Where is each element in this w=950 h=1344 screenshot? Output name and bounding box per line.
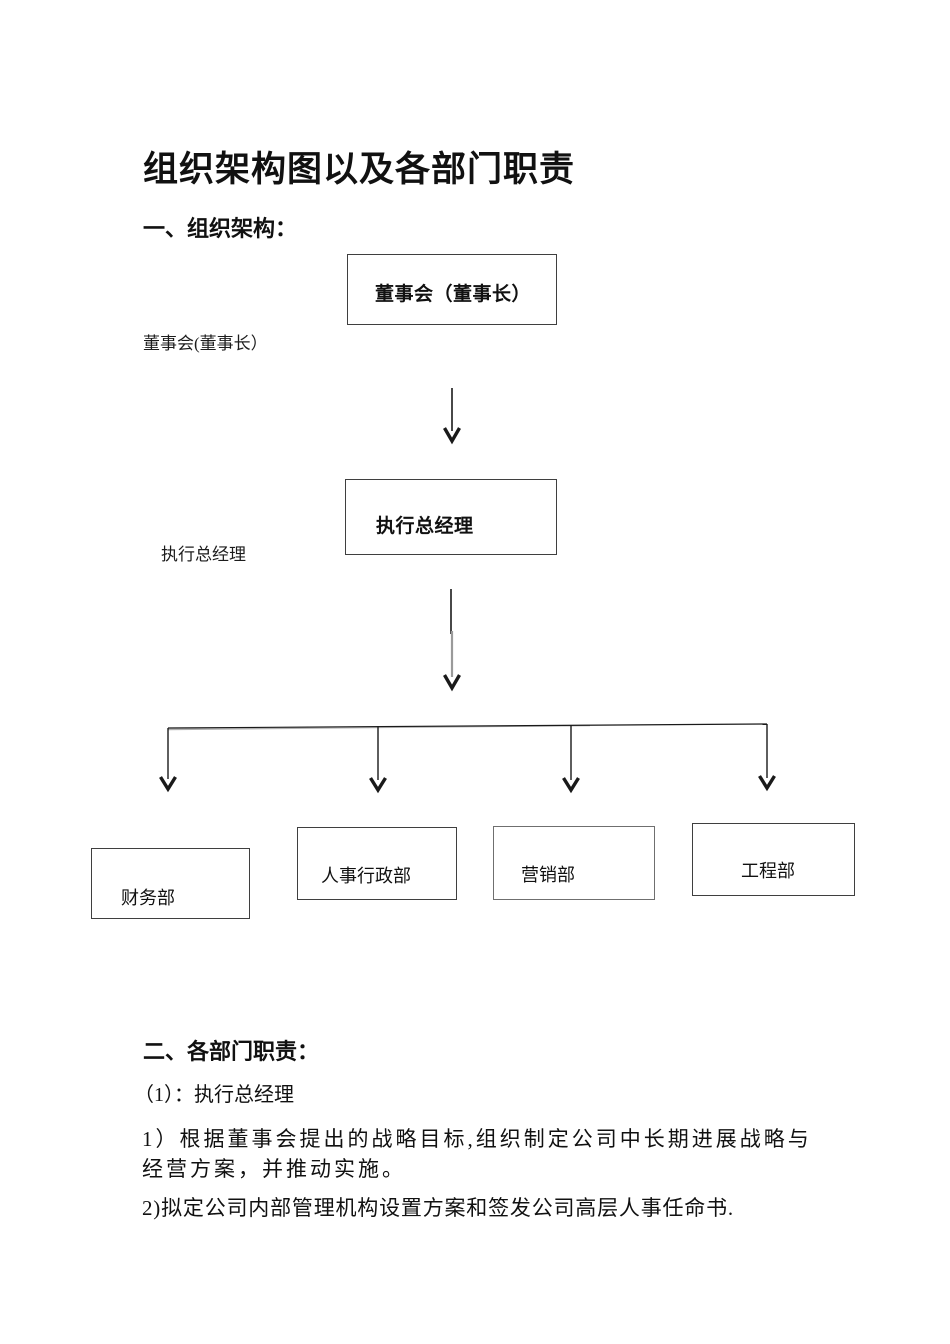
duty-item-1: 1）根据董事会提出的战略目标,组织制定公司中长期进展战略与 经营方案，并推动实施… <box>142 1127 812 1181</box>
branch-arrow-finance <box>159 728 177 793</box>
branch-arrow-engineering <box>758 724 776 792</box>
org-node-general-manager-label: 执行总经理 <box>376 515 474 537</box>
side-label-general-manager: 执行总经理 <box>161 545 246 564</box>
org-node-board-label: 董事会（董事长） <box>375 284 532 305</box>
section-heading-org-structure: 一、组织架构： <box>143 216 298 242</box>
side-label-board: 董事会(董事长） <box>143 334 268 353</box>
org-node-engineering: 工程部 <box>692 823 855 896</box>
org-node-hr-admin-label: 人事行政部 <box>321 865 411 886</box>
org-chart: 董事会（董事长） 执行总经理 财务部 人事行政部 营销部 工程部 董事会(董事长… <box>91 254 855 919</box>
section-heading-duties: 二、各部门职责： <box>143 1039 320 1065</box>
org-node-board: 董事会（董事长） <box>347 254 557 325</box>
org-node-finance: 财务部 <box>91 848 250 919</box>
org-node-hr-admin: 人事行政部 <box>297 827 457 900</box>
page-title: 组织架构图以及各部门职责 <box>143 150 576 190</box>
org-node-finance-label: 财务部 <box>121 887 175 908</box>
org-node-marketing-label: 营销部 <box>521 865 575 885</box>
subsection-heading-gm: （1）：执行总经理 <box>134 1084 294 1106</box>
branch-line <box>167 723 768 731</box>
org-node-engineering-label: 工程部 <box>741 860 795 881</box>
duty-item-2: 2)拟定公司内部管理机构设置方案和签发公司高层人事任命书. <box>142 1196 734 1220</box>
org-node-marketing: 营销部 <box>493 826 655 900</box>
branch-arrow-hr <box>369 726 387 794</box>
branch-arrow-marketing <box>562 725 580 794</box>
connector-board-to-gm <box>443 388 461 445</box>
connector-gm-to-branch <box>443 589 461 692</box>
org-node-general-manager: 执行总经理 <box>345 479 557 555</box>
